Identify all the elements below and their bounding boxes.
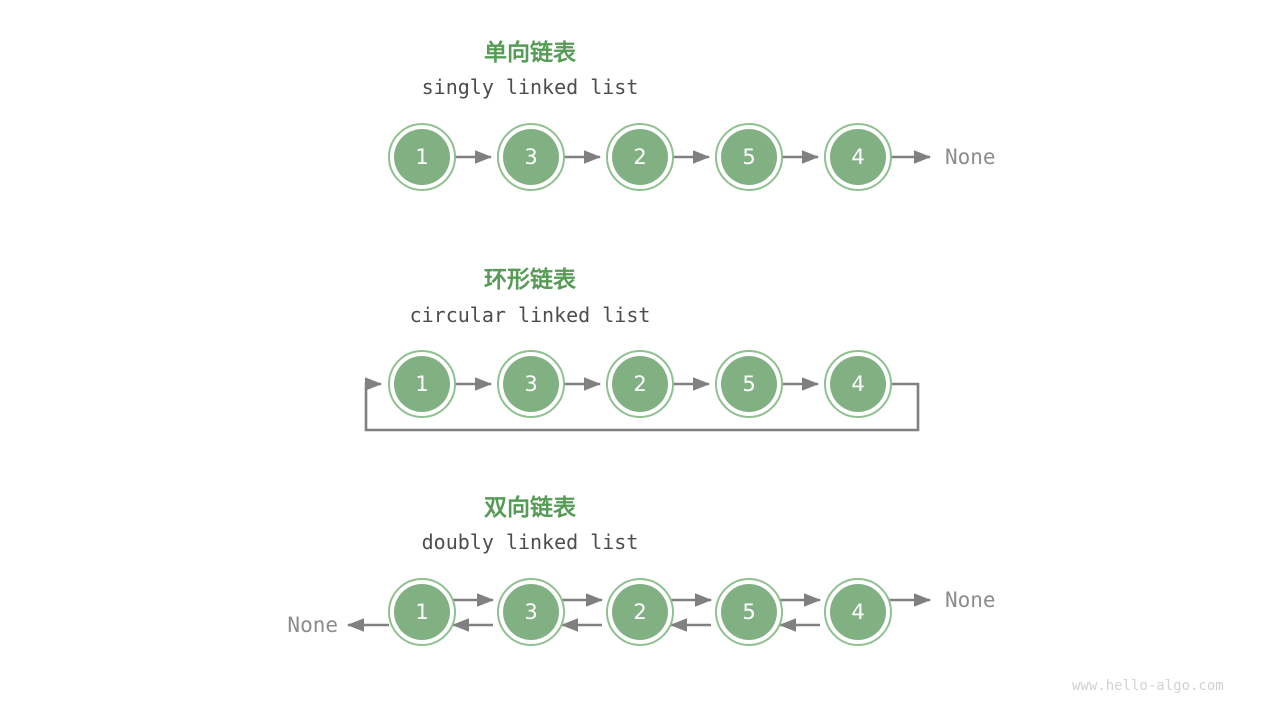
- list-node: 1: [388, 578, 456, 646]
- doubly-head-none-label: None: [287, 613, 338, 637]
- list-node: 1: [388, 350, 456, 418]
- node-value: 1: [415, 600, 428, 624]
- node-value: 2: [633, 372, 646, 396]
- node-value: 1: [415, 372, 428, 396]
- list-node: 3: [497, 350, 565, 418]
- list-node: 5: [715, 350, 783, 418]
- section-singly: 单向链表 singly linked list 1 3 2: [388, 39, 996, 191]
- singly-nodes: 1 3 2 5 4: [388, 123, 892, 191]
- node-value: 1: [415, 145, 428, 169]
- list-node: 3: [497, 123, 565, 191]
- node-value: 3: [524, 600, 537, 624]
- circular-title-en: circular linked list: [410, 303, 651, 327]
- singly-title-cn: 单向链表: [484, 39, 577, 66]
- section-doubly: 双向链表 doubly linked list 1: [287, 494, 996, 646]
- doubly-nodes: 1 3 2 5 4: [388, 578, 892, 646]
- node-value: 2: [633, 145, 646, 169]
- circular-loopback-path: [364, 377, 920, 432]
- node-value: 3: [524, 372, 537, 396]
- doubly-tail-none-label: None: [945, 588, 996, 612]
- doubly-title-en: doubly linked list: [422, 530, 639, 554]
- singly-title-en: singly linked list: [422, 75, 639, 99]
- list-node: 5: [715, 123, 783, 191]
- node-value: 4: [851, 600, 864, 624]
- node-value: 5: [742, 145, 755, 169]
- list-node: 2: [606, 350, 674, 418]
- singly-tail-none-label: None: [945, 145, 996, 169]
- node-value: 3: [524, 145, 537, 169]
- node-value: 4: [851, 145, 864, 169]
- circular-title-cn: 环形链表: [484, 266, 577, 293]
- doubly-title-cn: 双向链表: [484, 494, 577, 521]
- list-node: 3: [497, 578, 565, 646]
- list-node: 5: [715, 578, 783, 646]
- watermark-label: www.hello-algo.com: [1072, 678, 1224, 694]
- list-node: 4: [824, 350, 892, 418]
- list-node: 4: [824, 578, 892, 646]
- circular-nodes: 1 3 2 5 4: [388, 350, 892, 418]
- node-value: 5: [742, 600, 755, 624]
- node-value: 5: [742, 372, 755, 396]
- list-node: 2: [606, 123, 674, 191]
- list-node: 1: [388, 123, 456, 191]
- list-node: 2: [606, 578, 674, 646]
- node-value: 2: [633, 600, 646, 624]
- section-circular: 环形链表 circular linked list 1 3 2: [364, 266, 920, 432]
- node-value: 4: [851, 372, 864, 396]
- list-node: 4: [824, 123, 892, 191]
